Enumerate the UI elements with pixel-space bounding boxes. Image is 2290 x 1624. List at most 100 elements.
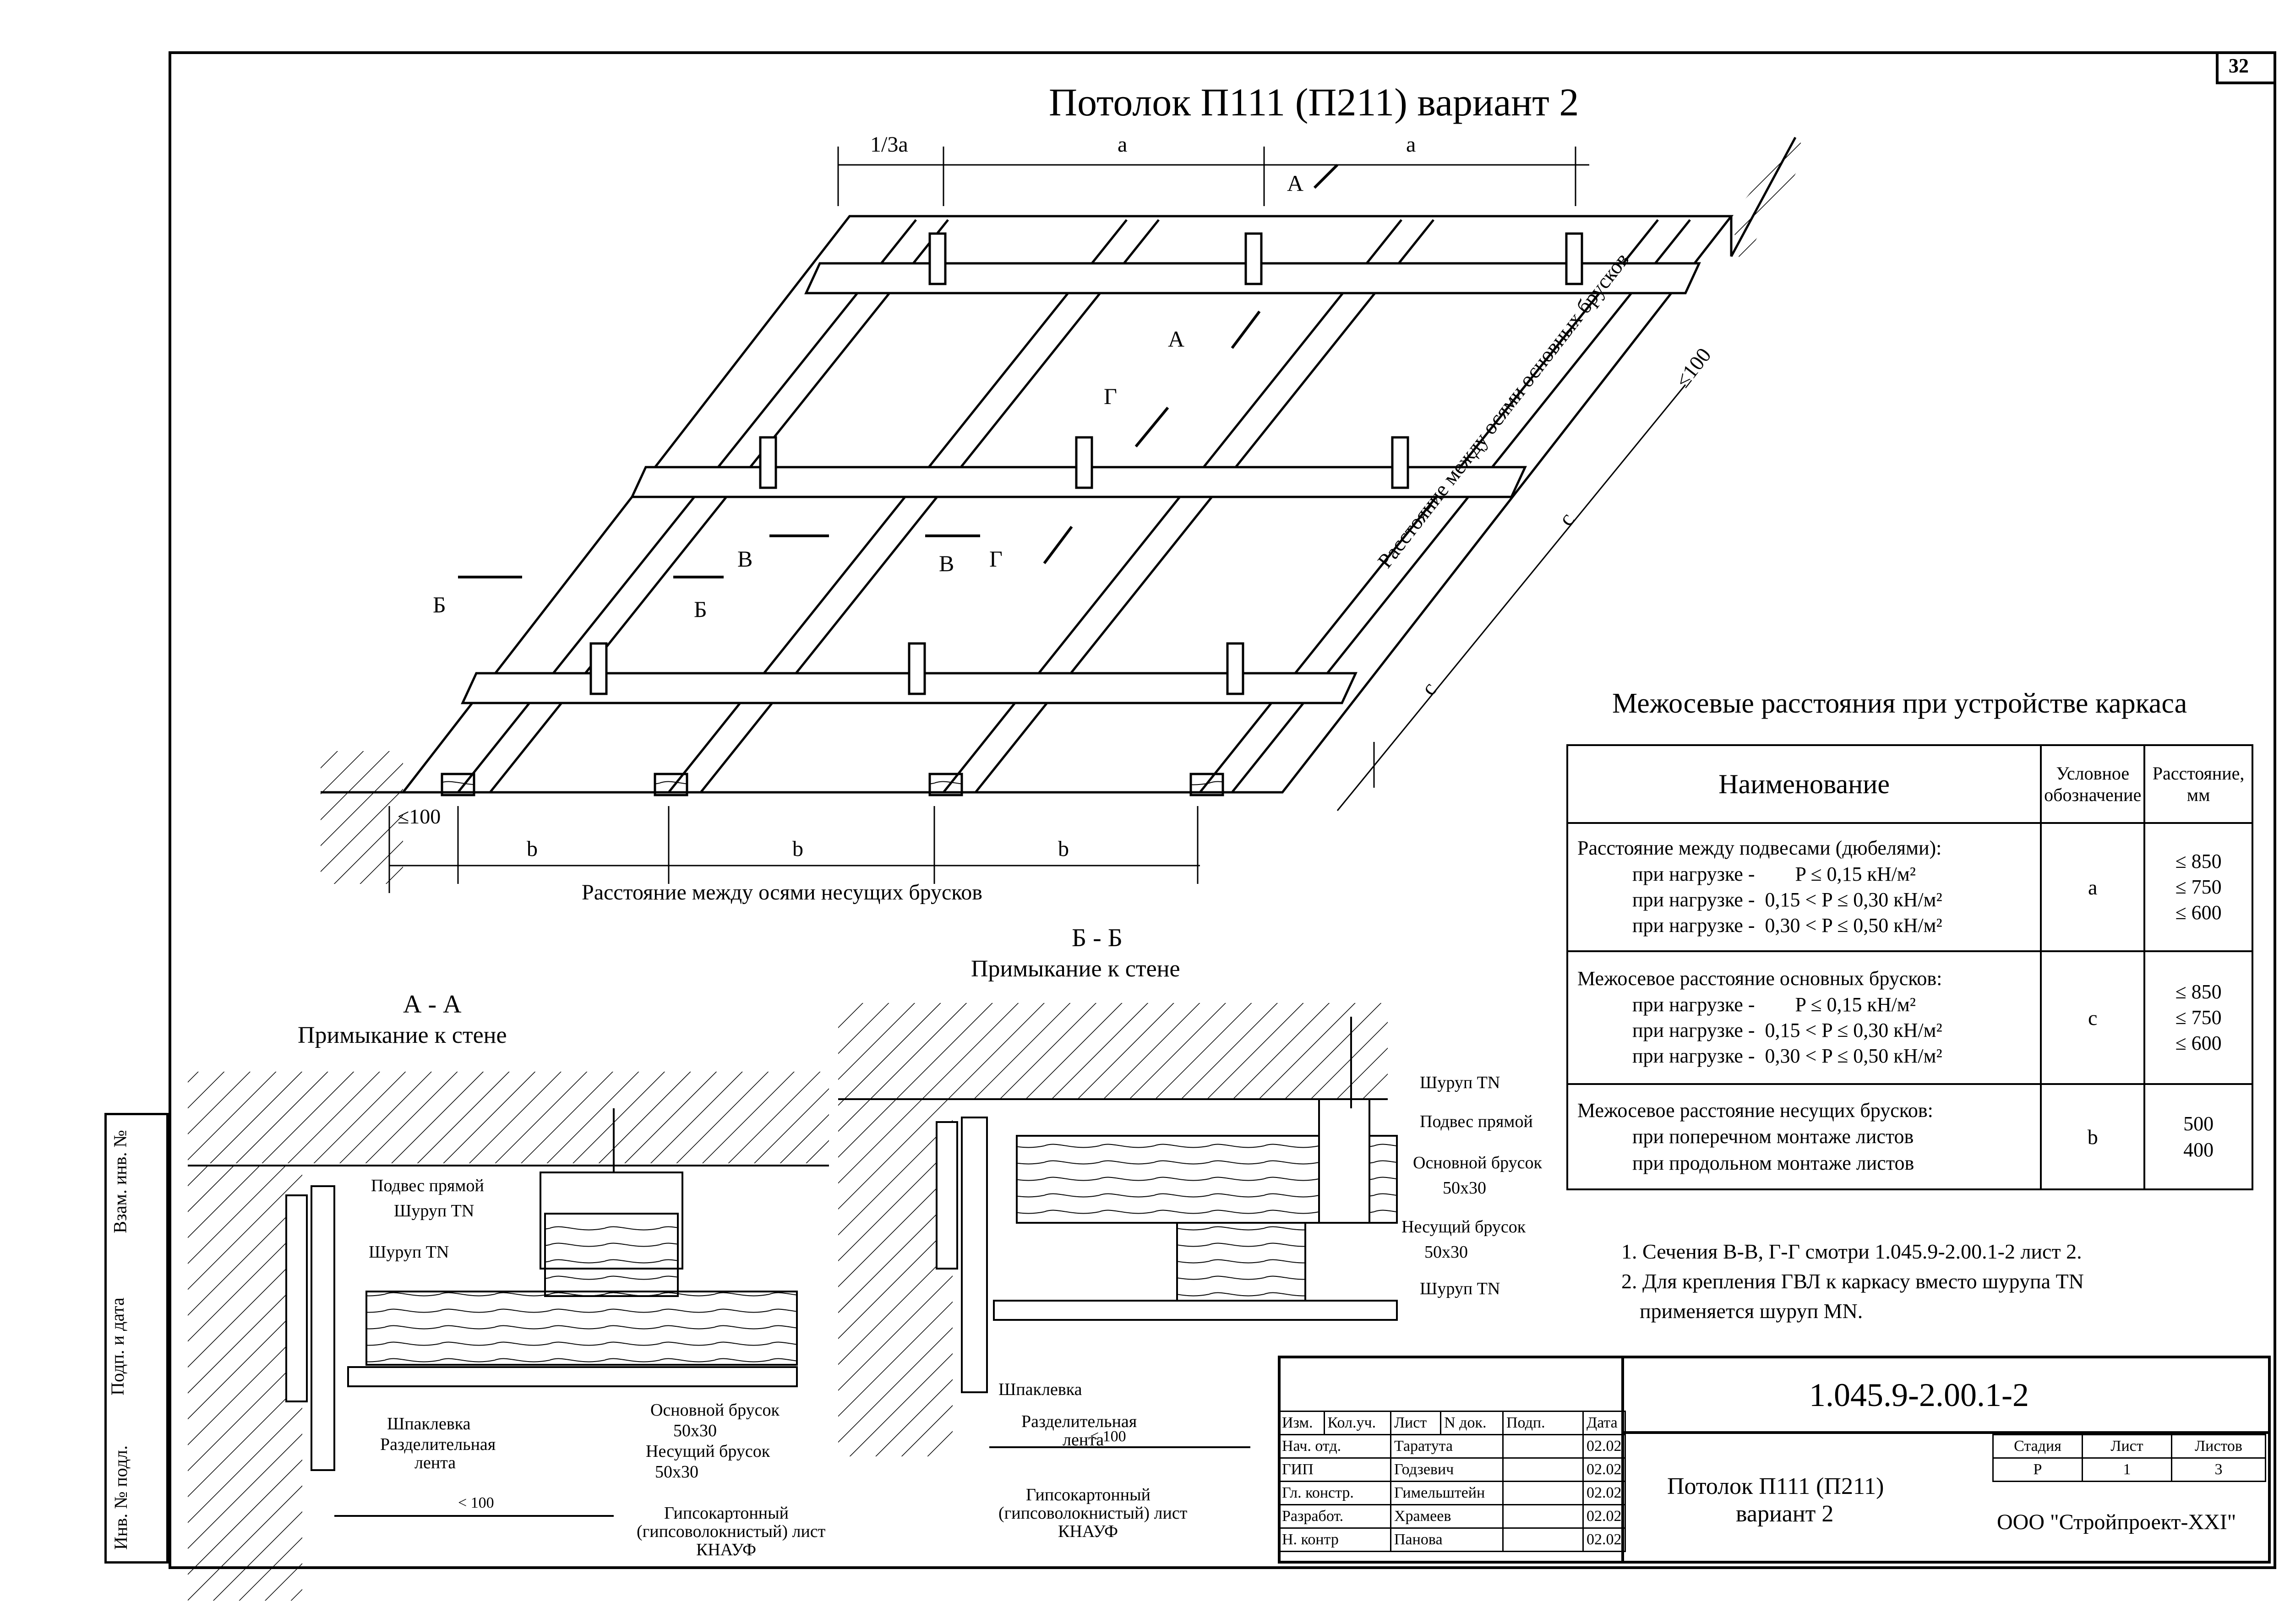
spacing-row: Межосевое расстояние основных брусков: п… [1566,950,2253,1085]
bb-label-screw1: Шуруп TN [1420,1073,1500,1092]
spacing-row-line: при нагрузке - 0,30 < P ≤ 0,50 кН/м² [1632,1045,1942,1068]
dim-bottom-3: b [1058,837,1069,861]
spacing-row-line: при нагрузке - 0,15 < P ≤ 0,30 кН/м² [1632,1019,1942,1041]
tb-header: Изм. [1278,1411,1325,1435]
aa-label-tape1: Разделительная [380,1435,496,1454]
dim-bottom-1: b [527,837,538,861]
section-bb-graphic [838,1003,1398,1456]
stage-header: Листов [2171,1434,2266,1459]
hangers [589,232,1583,695]
spacing-row-value: ≤ 850 [2175,850,2222,872]
bb-label-putty: Шпаклевка [998,1380,1082,1399]
company-name: ООО "Стройпроект-XXI" [1997,1510,2236,1534]
section-mark-v1: В [737,546,753,572]
bb-label-board2: (гипсоволокнистый) лист [998,1504,1188,1523]
stage-header: Лист [2082,1434,2172,1459]
side-stamp-1: Взам. инв. № [109,1130,131,1233]
dim-top-3: a [1406,132,1416,157]
aa-label-screw1: Шуруп TN [394,1201,474,1221]
spacing-row-value: ≤ 850 [2175,980,2222,1003]
spacing-row-value: ≤ 750 [2175,1006,2222,1029]
tb-signature [1502,1434,1584,1459]
aa-label-bearing-size: 50x30 [655,1462,698,1482]
tb-person: Храмеев [1390,1504,1504,1529]
ceiling-outline [400,215,1734,794]
dim-bottom-2: b [792,837,803,861]
spacing-row-line: при нагрузке - 0,15 < P ≤ 0,30 кН/м² [1632,888,1942,911]
aa-label-hanger: Подвес прямой [371,1176,484,1195]
section-aa-title: А - А [403,990,462,1019]
spacing-row-symbol: b [2040,1083,2146,1190]
section-mark-a2: А [1168,326,1185,352]
bb-label-screw2: Шуруп TN [1420,1279,1500,1298]
spacing-row-name: Расстояние между подвесами (дюбелями): [1577,837,1942,860]
tb-person: Годзевич [1390,1457,1504,1482]
tb-header: Лист [1390,1411,1442,1435]
tb-role: Разработ. [1278,1504,1391,1529]
tb-signature [1502,1457,1584,1482]
tb-date: 02.02 [1582,1481,1626,1505]
dim-top-2: a [1118,132,1128,157]
wall-hatch-right [1731,137,1809,266]
bb-label-board1: Гипсокартонный [1026,1485,1150,1504]
spacing-row-line: при нагрузке - P ≤ 0,15 кН/м² [1632,993,1916,1016]
tb-signature [1502,1504,1584,1529]
joist [668,219,1128,793]
tb-signature [1502,1481,1584,1505]
wall-hatch-left [321,751,403,884]
tb-date: 02.02 [1582,1527,1626,1552]
aa-label-main-size: 50x30 [673,1421,717,1440]
aa-label-tape2: лента [414,1453,456,1472]
sheet-number-box [2216,51,2274,84]
tb-signature [1502,1527,1584,1552]
bb-label-tape1: Разделительная [1021,1412,1137,1431]
section-mark-b2: Б [694,596,707,622]
spacing-row-value: ≤ 600 [2175,1032,2222,1055]
title-block-name-2: вариант 2 [1736,1501,1834,1527]
spacing-row-line: при нагрузке - P ≤ 0,15 кН/м² [1632,862,1916,885]
note-2: 2. Для крепления ГВЛ к каркасу вместо шу… [1621,1270,2084,1293]
section-mark-g2: Г [989,546,1003,572]
tb-person: Панова [1390,1527,1504,1552]
bb-label-main-size: 50x30 [1443,1178,1486,1198]
spacing-row-value: ≤ 750 [2175,875,2222,898]
section-aa-graphic [188,1072,829,1601]
spacing-row-symbol: c [2040,950,2146,1085]
stage-value: 1 [2082,1457,2172,1482]
tb-header: Кол.уч. [1323,1411,1392,1435]
section-bb-title: Б - Б [1072,924,1123,952]
spacing-row-symbol: a [2040,822,2146,952]
bb-label-hanger: Подвес прямой [1420,1112,1533,1131]
bb-label-bearing-size: 50x30 [1424,1243,1468,1262]
joist [700,219,1160,793]
stage-table: Стадия Лист Листов Р 1 3 [1992,1434,2266,1482]
title-block-divider [1621,1356,1624,1564]
title-block-signatures: Изм. Кол.уч. Лист N док. Подп. Дата Нач.… [1278,1411,1626,1552]
side-stamp-3: Инв. № подл. [110,1445,131,1550]
spacing-row-value: 400 [2183,1139,2214,1161]
section-mark-g1: Г [1104,383,1117,409]
tb-role: Гл. констр. [1278,1481,1391,1505]
dim-top-1: 1/3a [870,132,908,157]
spacing-table: Наименование Условное обозначение Рассто… [1566,744,2253,1190]
spacing-row-line: при поперечном монтаже листов [1632,1125,1914,1148]
spacing-table-title: Межосевые расстояния при устройстве карк… [1612,688,2187,719]
stage-value: Р [1992,1457,2083,1482]
joist [943,219,1402,793]
tb-date: 02.02 [1582,1457,1626,1482]
sheet-frame [169,51,2276,1569]
note-1: 1. Сечения В-В, Г-Г смотри 1.045.9-2.00.… [1621,1240,2082,1263]
aa-label-board1: Гипсокартонный [664,1504,789,1523]
stage-value: 3 [2171,1457,2266,1482]
spacing-row: Расстояние между подвесами (дюбелями): п… [1566,822,2253,952]
spacing-row-name: Межосевое расстояние основных брусков: [1577,967,1942,990]
aa-label-main: Основной брусок [650,1401,780,1420]
tb-header: Подп. [1502,1411,1584,1435]
aa-label-putty: Шпаклевка [387,1414,471,1433]
bb-label-board3: КНАУФ [1058,1522,1118,1541]
tb-header: N док. [1440,1411,1504,1435]
section-markers [458,163,1339,578]
joist [975,219,1434,793]
bb-label-tape2: лента [1063,1430,1104,1450]
